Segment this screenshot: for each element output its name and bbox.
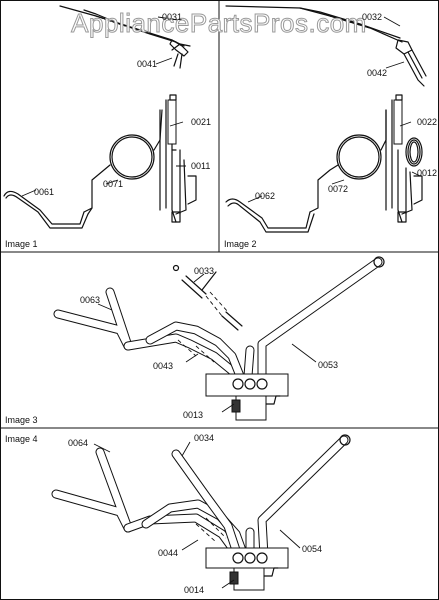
watermark-text: AppliancePartsPros.com xyxy=(71,8,367,38)
tube-0033[interactable] xyxy=(172,264,243,331)
part-label-0061[interactable]: 0061 xyxy=(34,187,54,197)
valve-0013[interactable] xyxy=(205,373,289,421)
part-label-0072[interactable]: 0072 xyxy=(328,184,348,194)
part-label-0043[interactable]: 0043 xyxy=(153,361,173,371)
tube-0054[interactable] xyxy=(245,434,351,561)
image-4-assembly xyxy=(51,434,351,591)
part-label-0062[interactable]: 0062 xyxy=(255,191,275,201)
part-label-0053[interactable]: 0053 xyxy=(318,360,338,370)
panel-label-image-4: Image 4 xyxy=(5,434,38,444)
coil-loop-0072[interactable] xyxy=(309,109,387,213)
part-label-0022[interactable]: 0022 xyxy=(417,117,437,127)
valve-0014[interactable] xyxy=(205,547,289,591)
part-label-0011[interactable]: 0011 xyxy=(191,161,210,171)
suction-tube-0061[interactable] xyxy=(3,190,93,229)
tube-0034[interactable] xyxy=(171,449,243,561)
strainer-0041[interactable] xyxy=(169,39,191,69)
tube-0011[interactable] xyxy=(171,149,197,223)
tube-0012[interactable] xyxy=(397,149,423,223)
strainer-0042[interactable] xyxy=(395,39,427,87)
part-label-0033[interactable]: 0033 xyxy=(194,266,214,276)
coil-loop-0071[interactable] xyxy=(83,109,163,213)
part-label-0034[interactable]: 0034 xyxy=(194,433,214,443)
part-label-0021[interactable]: 0021 xyxy=(191,117,211,127)
part-label-0012[interactable]: 0012 xyxy=(417,168,437,178)
part-label-0054[interactable]: 0054 xyxy=(302,544,322,554)
part-label-0041[interactable]: 0041 xyxy=(137,59,157,69)
tube-0053[interactable] xyxy=(243,256,385,381)
panel-label-image-1: Image 1 xyxy=(5,239,38,249)
part-label-0044[interactable]: 0044 xyxy=(158,548,178,558)
part-label-0042[interactable]: 0042 xyxy=(367,68,387,78)
suction-tube-0062[interactable] xyxy=(225,198,315,233)
part-label-0063[interactable]: 0063 xyxy=(80,295,100,305)
part-label-0071[interactable]: 0071 xyxy=(103,179,123,189)
drier-0022[interactable] xyxy=(385,94,423,211)
panel-label-image-3: Image 3 xyxy=(5,415,38,425)
part-label-0014[interactable]: 0014 xyxy=(184,585,204,595)
image-3-assembly xyxy=(53,256,385,421)
part-label-0064[interactable]: 0064 xyxy=(68,438,88,448)
tube-0043[interactable] xyxy=(145,321,245,381)
capillary-tube-0032[interactable] xyxy=(225,5,403,43)
image-2-assembly xyxy=(225,5,427,233)
image-1-assembly xyxy=(3,5,197,229)
tube-0044[interactable] xyxy=(141,499,249,561)
part-label-0032[interactable]: 0032 xyxy=(362,12,382,22)
part-label-0031[interactable]: 0031 xyxy=(162,12,182,22)
panel-label-image-2: Image 2 xyxy=(224,239,257,249)
part-label-0013[interactable]: 0013 xyxy=(183,410,203,420)
tube-0063[interactable] xyxy=(53,287,241,379)
